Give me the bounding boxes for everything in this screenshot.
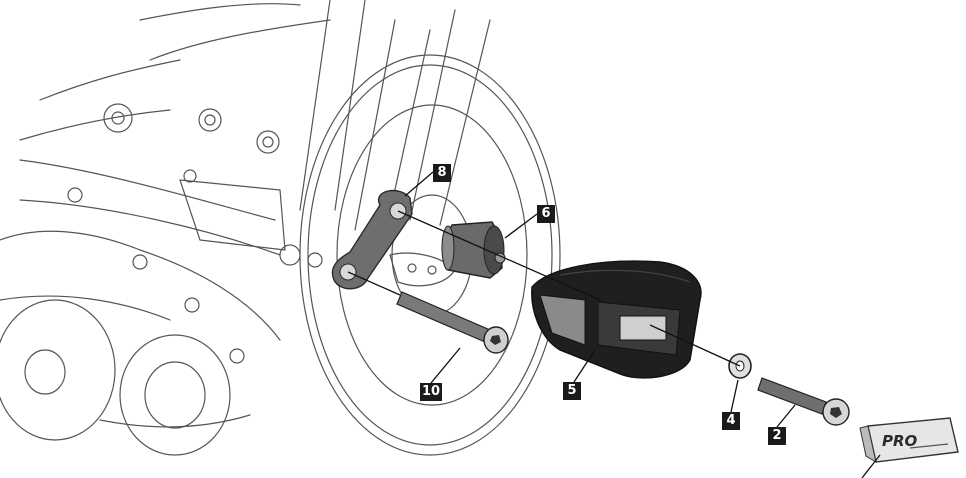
part-8-bracket (331, 189, 413, 290)
callout-5: 5 (563, 382, 581, 400)
end-cap: PRO (859, 417, 959, 464)
leader-2 (776, 404, 796, 428)
callout-2: 2 (768, 427, 786, 445)
leader-lines (347, 171, 881, 478)
axis-line-lower (347, 271, 401, 296)
part-5-slider (531, 260, 702, 379)
end-cap-logo: PRO (882, 432, 918, 450)
callout-6: 6 (537, 205, 555, 223)
part-10-long-bolt (396, 291, 509, 354)
callout-10: 10 (420, 383, 442, 401)
leader-10 (430, 347, 461, 384)
part-2-short-bolt (757, 377, 850, 426)
leader-6 (504, 213, 538, 239)
callout-8: 8 (433, 164, 451, 182)
leader-8 (404, 171, 434, 197)
axis-line-upper (397, 210, 601, 301)
leader-cap (861, 454, 881, 478)
axis-line-right (649, 324, 741, 367)
leader-4 (730, 379, 739, 413)
part-6-spacer (441, 221, 506, 279)
leader-5 (573, 349, 596, 383)
callout-4: 4 (722, 412, 740, 430)
